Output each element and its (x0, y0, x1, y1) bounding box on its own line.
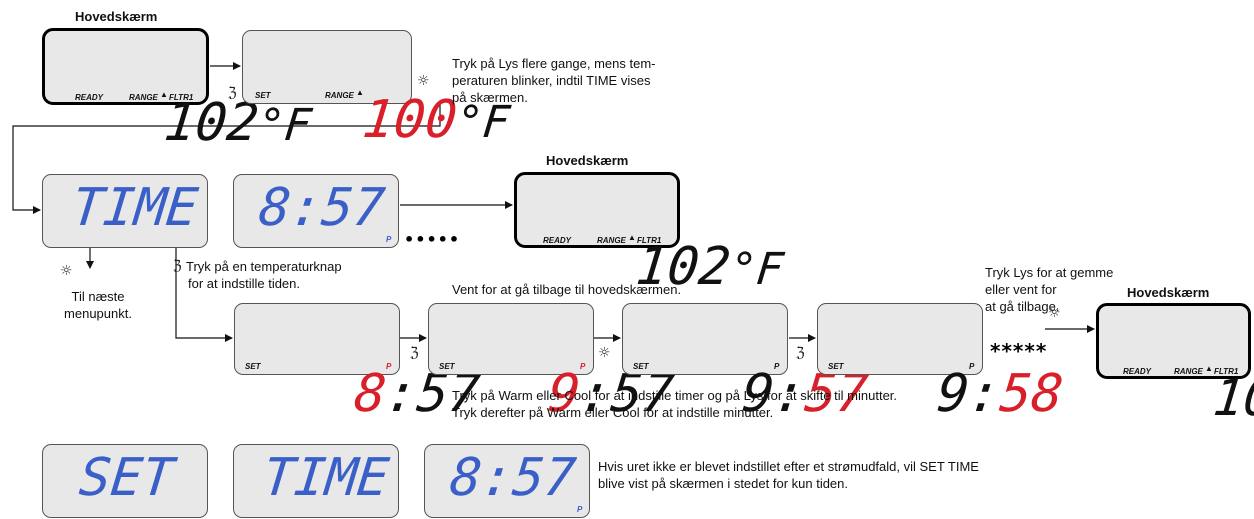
filter-label: FLTR1 (169, 93, 194, 102)
arrow-time-to-set (175, 248, 233, 342)
filter-label: FLTR1 (637, 236, 662, 245)
temperature-value: 102 (1210, 369, 1254, 427)
temperature-button-icon: ℨ (173, 258, 182, 274)
range-triangle-icon: ▲ (628, 233, 636, 242)
instruction-next-menu: Til næste menupunkt. (64, 289, 132, 321)
instruction-press-temp: Tryk på en temperaturknap for at indstil… (186, 259, 342, 291)
range-label: RANGE (325, 91, 354, 100)
set-label: SET (255, 91, 271, 100)
set-label: SET (633, 362, 649, 371)
ready-label: READY (1123, 367, 1152, 376)
lcd-set-minutes-58: 9:58 SET P (817, 303, 1066, 424)
ready-label: READY (75, 93, 104, 102)
p-indicator: P (580, 362, 586, 371)
ellipsis-dots: ••••• (404, 230, 461, 249)
lcd-time-text: TIME (233, 444, 399, 518)
arrow-row1-to-time (12, 105, 441, 214)
p-indicator: P (386, 235, 392, 244)
filter-label: FLTR1 (1214, 367, 1239, 376)
note-power-failure: Hvis uret ikke er blevet indstillet efte… (598, 459, 979, 491)
instruction-wait-back: Vent for at gå tilbage til hovedskærmen. (452, 282, 682, 297)
instruction-press-light: Tryk på Lys flere gange, mens tem- perat… (452, 56, 656, 105)
set-text: SET (76, 448, 177, 508)
set-label: SET (828, 362, 844, 371)
ellipsis-stars: ***** (990, 339, 1048, 363)
lcd-set-temperature: 100°F SET RANGE ▲ (242, 30, 512, 150)
minute-digits: 58 (997, 364, 1067, 424)
main-screen-heading: Hovedskærm (1127, 285, 1210, 300)
instruction-save-or-wait: Tryk Lys for at gemme eller vent for at … (985, 265, 1114, 314)
temperature-button-icon: ℨ (796, 345, 805, 361)
light-icon: ☼ (1048, 305, 1061, 321)
lcd-set-text: SET (42, 444, 208, 518)
light-icon: ☼ (60, 263, 73, 279)
lcd-clock-unset: 8:57 P (424, 444, 590, 518)
set-label: SET (439, 362, 455, 371)
temperature-unit: °F (727, 244, 786, 295)
ready-label: READY (543, 236, 572, 245)
temperature-value: 100 (359, 90, 460, 150)
range-triangle-icon: ▲ (356, 88, 364, 97)
lcd-set-hour-8: 8:57 SET P (234, 303, 483, 424)
lcd-set-hour-9: 9:57 SET P (428, 303, 677, 424)
lcd-set-minutes-57: 9:57 SET P (622, 303, 871, 424)
temperature-button-icon: ℨ (410, 345, 419, 361)
range-label: RANGE (129, 93, 158, 102)
p-indicator: P (774, 362, 780, 371)
range-label: RANGE (597, 236, 626, 245)
light-icon: ☼ (598, 345, 611, 361)
instruction-warm-cool: Tryk på Warm eller Cool for at indstille… (452, 388, 898, 420)
p-indicator: P (577, 505, 583, 514)
lcd-main-screen: 102°F READY RANGE ▲ FLTR1 (1096, 303, 1254, 427)
clock-value: 8:57 (447, 448, 579, 508)
lcd-main-screen: 102°F READY RANGE ▲ FLTR1 (514, 172, 786, 297)
temperature-button-icon: ℨ (228, 85, 237, 101)
p-indicator: P (969, 362, 975, 371)
set-label: SET (245, 362, 261, 371)
lcd-time: TIME (42, 174, 208, 248)
clock-value: 8:57 (256, 178, 388, 238)
lcd-main-screen: 102°F READY RANGE ▲ FLTR1 (42, 28, 314, 153)
main-screen-heading: Hovedskærm (546, 153, 629, 168)
p-indicator: P (386, 362, 392, 371)
range-label: RANGE (1174, 367, 1203, 376)
main-screen-heading: Hovedskærm (75, 9, 158, 24)
light-icon: ☼ (417, 73, 430, 89)
time-text: TIME (260, 448, 392, 508)
time-text: TIME (69, 178, 201, 238)
range-triangle-icon: ▲ (160, 90, 168, 99)
range-triangle-icon: ▲ (1205, 364, 1213, 373)
lcd-time-clock: 8:57 P (233, 174, 399, 248)
